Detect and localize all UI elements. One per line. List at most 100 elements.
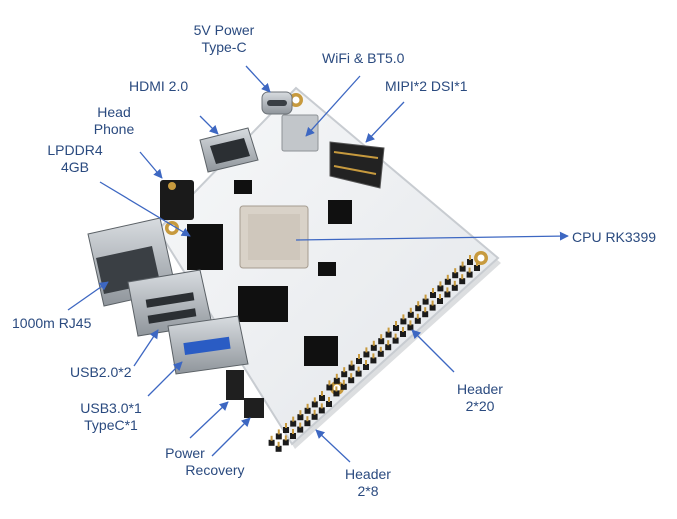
label-header-2x20: Header 2*20 xyxy=(457,381,503,414)
header-pin xyxy=(341,371,348,378)
header-pin-tip xyxy=(424,294,427,300)
header-pin xyxy=(422,311,429,318)
header-pin-tip xyxy=(461,274,464,280)
header-pin xyxy=(377,350,384,357)
header-pin-tip xyxy=(402,327,404,332)
header-pin xyxy=(407,311,414,318)
header-pin xyxy=(414,317,421,324)
label-wifi: WiFi & BT5.0 xyxy=(322,50,405,66)
arrow-header-2x20 xyxy=(411,329,455,373)
wifi-bt-module xyxy=(281,114,319,152)
header-pin xyxy=(437,298,443,304)
arrow-power-button xyxy=(189,401,229,439)
header-pin xyxy=(385,344,392,351)
header-pin xyxy=(437,285,444,292)
header-pin-tip xyxy=(380,334,383,340)
label-mipi: MIPI*2 DSI*1 xyxy=(385,78,468,94)
header-pin-tip xyxy=(343,367,346,373)
label-hdmi: HDMI 2.0 xyxy=(129,78,189,94)
header-pin-tip xyxy=(321,391,323,396)
header-pin xyxy=(268,439,275,446)
header-pin-tip xyxy=(402,314,405,320)
header-pin-tip xyxy=(469,255,471,260)
header-pin-tip xyxy=(395,321,397,326)
header-pin xyxy=(385,331,392,338)
header-pin xyxy=(459,265,466,272)
header-pin-tip xyxy=(292,416,295,422)
hdmi-port xyxy=(199,127,259,173)
header-pin xyxy=(333,377,340,384)
header-pin-tip xyxy=(439,281,442,287)
header-pin-tip xyxy=(357,366,360,372)
label-rj45: 1000m RJ45 xyxy=(12,315,92,331)
header-pin xyxy=(452,272,459,279)
header-pin xyxy=(392,337,399,344)
header-pin-tip xyxy=(313,397,316,403)
header-pin xyxy=(430,292,436,298)
header-pin-tip xyxy=(439,294,441,299)
label-cpu: CPU RK3399 xyxy=(572,229,657,245)
header-pin-tip xyxy=(431,300,434,306)
header-pin-tip xyxy=(306,403,309,409)
header-pin xyxy=(304,420,311,427)
arrow-lpddr xyxy=(99,181,191,237)
header-pin-tip xyxy=(365,360,367,365)
header-pin-tip xyxy=(453,280,456,286)
header-pin-tip xyxy=(313,409,316,415)
header-pin-tip xyxy=(358,354,360,359)
header-pin-tip xyxy=(468,267,471,273)
header-pin xyxy=(378,338,385,345)
label-power-recovery: Power Recovery xyxy=(165,445,245,478)
header-pin xyxy=(304,407,311,414)
header-pin xyxy=(474,265,480,271)
lpddr4-memory-bottom xyxy=(238,286,288,322)
header-pin xyxy=(290,433,296,439)
header-2x8 xyxy=(268,391,332,452)
header-pin xyxy=(400,331,406,337)
header-pin xyxy=(297,414,304,421)
header-pin xyxy=(283,427,289,433)
header-pin xyxy=(444,291,451,298)
header-pin-tip xyxy=(292,429,294,434)
header-pin xyxy=(370,357,377,364)
header-pin-tip xyxy=(409,320,412,326)
header-pin-tip xyxy=(417,301,420,307)
rk3399-soc xyxy=(239,205,309,269)
header-pin xyxy=(275,445,282,452)
header-pin xyxy=(326,401,332,407)
arrow-usb2 xyxy=(133,329,159,367)
header-pin-tip xyxy=(372,340,375,346)
header-pin xyxy=(415,305,422,312)
header-pin xyxy=(275,433,282,440)
arrow-headphone xyxy=(139,151,163,179)
header-pin-tip xyxy=(299,410,302,416)
header-pin-tip xyxy=(409,307,412,313)
header-pin xyxy=(444,278,451,285)
header-pin-tip xyxy=(270,435,273,441)
header-pin xyxy=(356,358,362,364)
header-pin-tip xyxy=(350,360,353,366)
header-pin-tip xyxy=(277,429,280,435)
small-ics xyxy=(234,180,352,366)
label-usb2: USB2.0*2 xyxy=(70,364,132,380)
header-pin-tip xyxy=(454,268,457,274)
header-pin xyxy=(363,351,370,358)
header-pin-tip xyxy=(416,313,419,319)
mipi-connectors xyxy=(329,141,385,189)
header-pin xyxy=(297,426,304,433)
arrow-wifi xyxy=(305,75,361,137)
arrow-cpu xyxy=(295,231,569,241)
header-pin xyxy=(467,259,473,265)
header-pin xyxy=(311,413,318,420)
arrow-recovery-button xyxy=(211,417,251,457)
header-pin-tip xyxy=(446,287,449,293)
arrow-header-2x8 xyxy=(315,429,351,463)
header-pin xyxy=(319,395,325,401)
header-pin xyxy=(282,439,289,446)
header-pin-tip xyxy=(365,347,368,353)
header-pin-tip xyxy=(424,307,427,313)
header-pin xyxy=(340,383,347,390)
header-pin-tip xyxy=(299,422,302,428)
header-pin xyxy=(318,407,325,414)
header-pin-tip xyxy=(387,327,390,333)
